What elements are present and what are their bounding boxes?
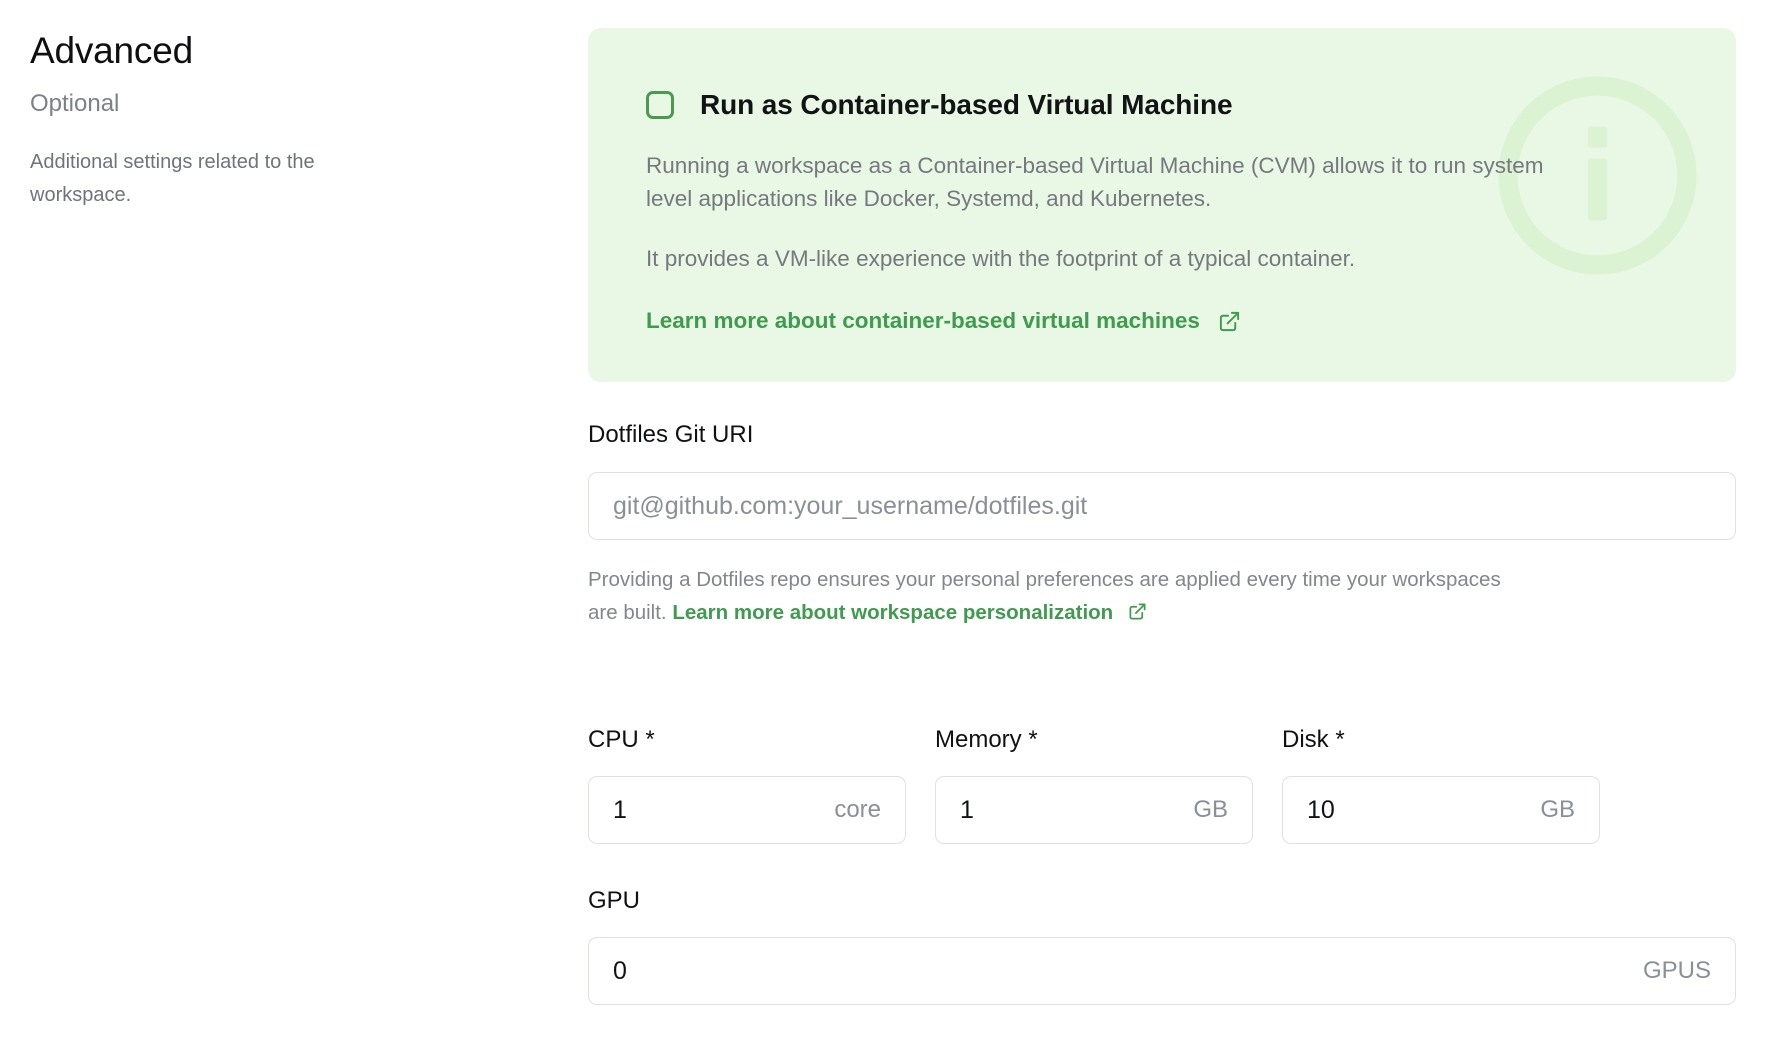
gpu-value: 0: [613, 956, 627, 985]
disk-input[interactable]: 10 GB: [1282, 776, 1600, 844]
section-description: Additional settings related to the works…: [30, 151, 315, 206]
optional-label: Optional: [30, 90, 120, 117]
learn-more-cvm-link[interactable]: Learn more about container-based virtual…: [646, 308, 1200, 333]
disk-label: Disk *: [1282, 726, 1345, 753]
section-header: Advanced Optional Additional settings re…: [30, 28, 460, 212]
cvm-header-row: Run as Container-based Virtual Machine: [646, 88, 1736, 122]
gpu-field-block: GPU 0 GPUS: [588, 886, 1736, 1005]
cpu-unit: core: [834, 796, 881, 823]
memory-label: Memory *: [935, 726, 1038, 753]
dotfiles-git-uri-input[interactable]: git@github.com:your_username/dotfiles.gi…: [588, 472, 1736, 540]
dotfiles-field-block: Dotfiles Git URI git@github.com:your_use…: [588, 420, 1736, 629]
dotfiles-helper-text: Providing a Dotfiles repo ensures your p…: [588, 563, 1528, 629]
memory-field-block: Memory * 1 GB: [935, 725, 1253, 844]
gpu-input[interactable]: 0 GPUS: [588, 937, 1736, 1005]
cpu-value: 1: [613, 795, 627, 824]
cvm-link-row: Learn more about container-based virtual…: [646, 307, 1736, 335]
memory-input[interactable]: 1 GB: [935, 776, 1253, 844]
disk-field-block: Disk * 10 GB: [1282, 725, 1600, 844]
memory-unit: GB: [1193, 796, 1228, 823]
disk-value: 10: [1307, 795, 1335, 824]
cpu-input[interactable]: 1 core: [588, 776, 906, 844]
page-title: Advanced: [30, 30, 193, 71]
gpu-label: GPU: [588, 887, 641, 914]
cvm-callout-card: Run as Container-based Virtual Machine R…: [588, 28, 1736, 382]
cvm-title: Run as Container-based Virtual Machine: [700, 89, 1233, 120]
dotfiles-label: Dotfiles Git URI: [588, 421, 754, 448]
external-link-icon[interactable]: [1218, 310, 1241, 333]
external-link-icon[interactable]: [1128, 602, 1147, 621]
workspace-personalization-link[interactable]: Learn more about workspace personalizati…: [672, 601, 1114, 624]
cpu-label: CPU *: [588, 726, 655, 753]
cpu-field-block: CPU * 1 core: [588, 725, 906, 844]
resources-row: CPU * 1 core Memory * 1 GB Disk * 10 GB: [588, 725, 1736, 844]
gpu-unit: GPUS: [1642, 957, 1711, 984]
run-as-cvm-checkbox[interactable]: [646, 91, 674, 119]
dotfiles-placeholder: git@github.com:your_username/dotfiles.gi…: [613, 491, 1088, 520]
cvm-paragraph-1: Running a workspace as a Container-based…: [646, 153, 1544, 211]
memory-value: 1: [960, 795, 974, 824]
dotfiles-helper-prefix: Providing a Dotfiles repo ensures your p…: [588, 568, 1501, 624]
cvm-paragraph-2: It provides a VM-like experience with th…: [646, 246, 1356, 271]
settings-form: Run as Container-based Virtual Machine R…: [588, 28, 1736, 1005]
disk-unit: GB: [1540, 796, 1575, 823]
